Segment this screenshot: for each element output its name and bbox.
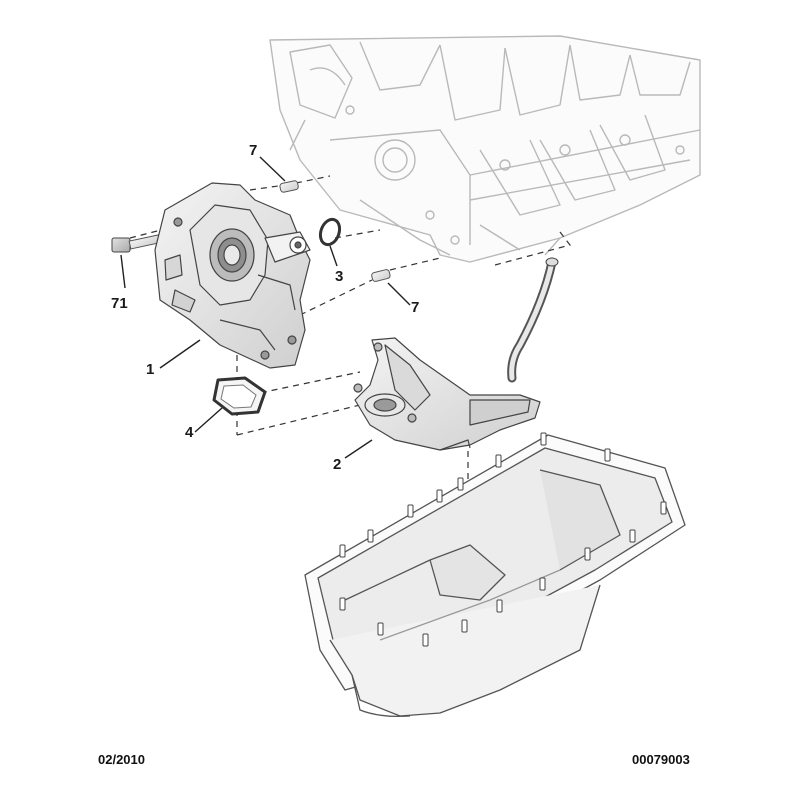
oil-pan-studs (339, 432, 667, 647)
oil-pickup-strainer (353, 337, 541, 451)
dowel-pin-upper (279, 180, 299, 193)
callout-1: 1 (146, 361, 155, 378)
oil-pump (154, 182, 311, 369)
engine-block (269, 35, 701, 263)
dowel-pin-lower (371, 269, 391, 282)
o-ring-seal (318, 217, 342, 247)
callout-7-upper: 7 (249, 142, 258, 159)
callout-71: 71 (111, 295, 128, 312)
oil-pan (304, 434, 686, 718)
callout-4: 4 (185, 424, 194, 441)
bolt (111, 234, 161, 253)
callout-7-lower: 7 (411, 299, 420, 316)
callout-3: 3 (335, 268, 344, 285)
callout-2: 2 (333, 456, 342, 473)
gasket (212, 376, 267, 416)
dipstick-tube (507, 257, 559, 383)
diagram-reference-number: 00079003 (632, 752, 690, 767)
diagram-date: 02/2010 (98, 752, 145, 767)
leader-lines (120, 156, 411, 459)
